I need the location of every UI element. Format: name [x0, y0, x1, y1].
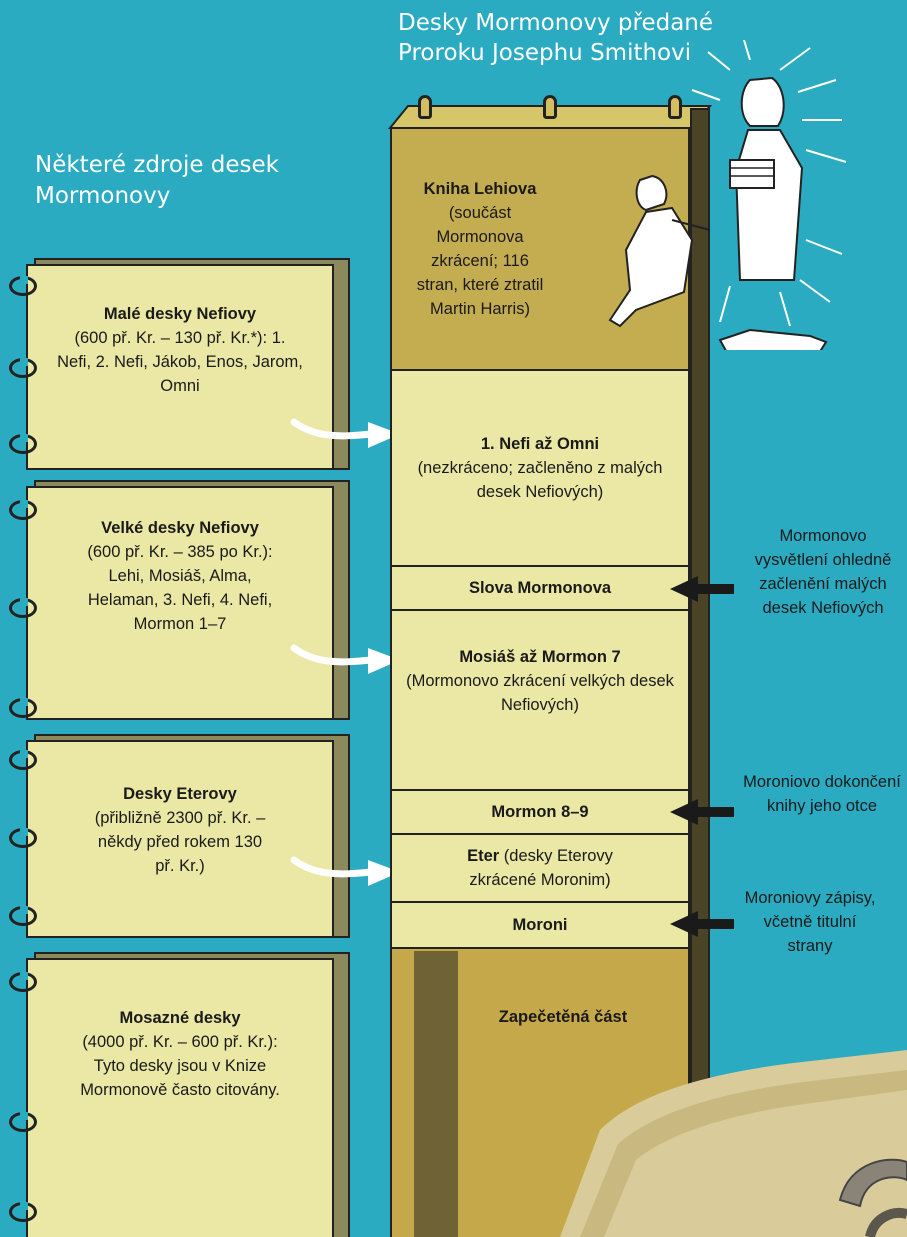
section-desc: (Mormonovo zkrácení velkých desek Nefiov…: [406, 672, 674, 714]
ring-icon: [9, 1112, 37, 1132]
source-plate-text: Mosazné desky (4000 př. Kr. – 600 př. Kr…: [28, 1006, 332, 1102]
ring-icon: [9, 1202, 37, 1222]
ring-icon: [9, 828, 37, 848]
source-plate-desc: (4000 př. Kr. – 600 př. Kr.): Tyto desky…: [80, 1033, 280, 1099]
ring-icon: [9, 906, 37, 926]
section-title: Slova Mormonova: [468, 579, 612, 597]
source-plate-title: Desky Eterovy: [123, 785, 237, 803]
binding-ring-icon: [668, 95, 682, 119]
sealed-band: [414, 951, 458, 1237]
angel-moroni-illustration: [608, 40, 847, 350]
source-plate-text: Desky Eterovy (přibližně 2300 př. Kr. – …: [28, 782, 332, 878]
note-moroni: Moroniovy zápisy, včetně titulní strany: [744, 889, 876, 955]
source-plate-desc: (600 př. Kr. – 385 po Kr.): Lehi, Mosiáš…: [87, 543, 273, 633]
binding-ring-icon: [418, 95, 432, 119]
ring-icon: [9, 358, 37, 378]
section-mormon-8-9: Mormon 8–9: [390, 789, 690, 835]
ring-icon: [9, 972, 37, 992]
white-arrow-icon: [290, 418, 400, 448]
sources-heading: Některé zdroje desek Mormonovy: [35, 152, 280, 209]
ring-icon: [9, 750, 37, 770]
plates-given-heading: Desky Mormonovy předané Proroku Josephu …: [398, 10, 714, 66]
section-title: Moroni: [512, 916, 568, 934]
ring-icon: [9, 434, 37, 454]
ring-icon: [9, 500, 37, 520]
binding-ring-icon: [543, 95, 557, 119]
section-desc: (desky Eterovy zkrácené Moronim): [469, 847, 613, 889]
gold-plates-image: [560, 1050, 907, 1237]
section-title: Zapečetěná část: [498, 1008, 628, 1026]
note-mormon-8-9: Moroniovo dokončení knihy jeho otce: [743, 773, 901, 815]
section-title: Mosiáš až Mormon 7: [459, 648, 621, 666]
source-plate-text: Malé desky Nefiovy (600 př. Kr. – 130 př…: [28, 302, 332, 398]
section-text: Eter (desky Eterovy zkrácené Moronim): [392, 844, 688, 892]
notebook-front-page: Velké desky Nefiovy (600 př. Kr. – 385 p…: [26, 486, 334, 720]
section-moroni: Moroni: [390, 901, 690, 949]
source-plate-text: Velké desky Nefiovy (600 př. Kr. – 385 p…: [28, 516, 332, 636]
black-arrow-icon: [670, 799, 734, 825]
section-ether: Eter (desky Eterovy zkrácené Moronim): [390, 833, 690, 903]
notebook-front-page: Desky Eterovy (přibližně 2300 př. Kr. – …: [26, 740, 334, 938]
ring-icon: [9, 698, 37, 718]
source-plate-desc: (přibližně 2300 př. Kr. – někdy před rok…: [94, 809, 266, 875]
section-desc: (nezkráceno; začleněno z malých desek Ne…: [417, 459, 663, 501]
source-notebook-ether-plates: Desky Eterovy (přibližně 2300 př. Kr. – …: [9, 734, 350, 938]
white-arrow-icon: [290, 856, 400, 886]
notebook-front-page: Malé desky Nefiovy (600 př. Kr. – 130 př…: [26, 264, 334, 470]
section-title: Kniha Lehiova: [423, 180, 537, 198]
source-notebook-large-plates: Velké desky Nefiovy (600 př. Kr. – 385 p…: [9, 480, 350, 720]
section-title: Eter: [467, 847, 500, 865]
black-arrow-icon: [670, 911, 734, 937]
source-plate-title: Mosazné desky: [119, 1009, 241, 1027]
ring-icon: [9, 598, 37, 618]
white-arrow-icon: [290, 644, 400, 674]
section-title: 1. Nefi až Omni: [480, 435, 600, 453]
section-desc: (součást Mormonova zkrácení; 116 stran, …: [416, 204, 544, 318]
source-plate-title: Velké desky Nefiovy: [101, 519, 259, 537]
source-notebook-brass-plates: Mosazné desky (4000 př. Kr. – 600 př. Kr…: [9, 952, 350, 1237]
source-plate-title: Malé desky Nefiovy: [103, 305, 257, 323]
section-1-nephi-to-omni: 1. Nefi až Omni (nezkráceno; začleněno z…: [390, 369, 690, 567]
source-plate-desc: (600 př. Kr. – 130 př. Kr.*): 1. Nefi, 2…: [57, 329, 303, 395]
note-words-of-mormon: Mormonovo vysvětlení ohledně začlenění m…: [754, 527, 892, 617]
section-words-of-mormon: Slova Mormonova: [390, 565, 690, 611]
source-notebook-small-plates: Malé desky Nefiovy (600 př. Kr. – 130 př…: [9, 258, 350, 470]
ring-icon: [9, 276, 37, 296]
notebook-front-page: Mosazné desky (4000 př. Kr. – 600 př. Kr…: [26, 958, 334, 1237]
section-title: Mormon 8–9: [491, 803, 589, 821]
section-mosiah-to-mormon-7: Mosiáš až Mormon 7 (Mormonovo zkrácení v…: [390, 609, 690, 791]
black-arrow-icon: [670, 576, 734, 602]
